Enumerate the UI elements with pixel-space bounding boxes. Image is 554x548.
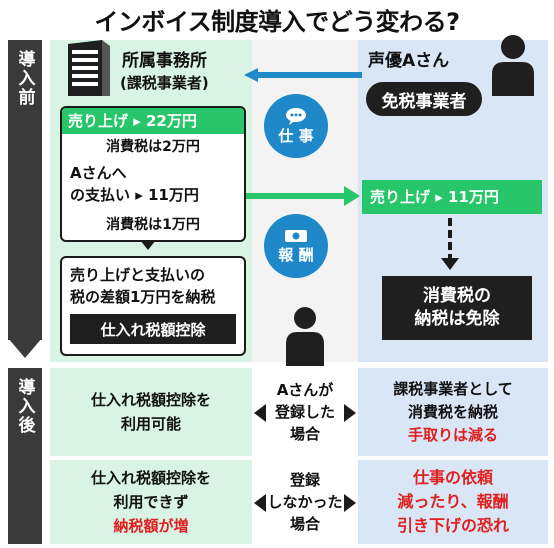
work-circle: 仕 事 xyxy=(264,94,328,158)
row2-right-pointer xyxy=(344,494,356,512)
payment-circle: 報 酬 xyxy=(264,214,328,278)
row1-left-line2: 利用可能 xyxy=(120,415,181,433)
office-payment-line2: の支払い ▸ 11万円 xyxy=(70,186,199,204)
work-label-1: 仕 xyxy=(278,126,294,145)
person-icon xyxy=(492,35,534,96)
row1-right-line2: 消費税を納税 xyxy=(407,402,498,421)
actor-name: 声優Aさん xyxy=(368,51,450,71)
row2-mid-line3: 場合 xyxy=(289,515,320,533)
person-icon-center xyxy=(286,307,324,366)
office-type: (課税事業者) xyxy=(120,74,209,92)
office-tax-box: 売り上げと支払いの 税の差額1万円を納税 仕入れ税額控除 xyxy=(60,256,246,356)
actor-status-badge: 免税事業者 xyxy=(366,82,482,116)
work-label-2: 事 xyxy=(298,126,314,145)
row2-left-line3: 納税額が増 xyxy=(113,517,189,535)
row2-left-line2: 利用できず xyxy=(113,493,189,511)
row1-left-line1: 仕入れ税額控除を xyxy=(90,391,211,409)
row1-right-line1: 課税事業者として xyxy=(393,379,513,398)
office-revenue: 売り上げ ▸ 22万円 xyxy=(62,108,244,134)
office-box-pointer xyxy=(140,240,156,250)
page-title: インボイス制度導入でどう変わる? xyxy=(94,8,460,36)
pay-label-1: 報 xyxy=(278,245,294,264)
row1-mid-line2: 登録した xyxy=(274,403,335,421)
office-payment-tax: 消費税は1万円 xyxy=(106,217,200,233)
actor-dashed-arrow xyxy=(448,218,452,262)
row1-left-pointer xyxy=(254,404,266,422)
actor-exempt-box: 消費税の 納税は免除 xyxy=(382,276,532,340)
row2-mid-line1: 登録 xyxy=(289,471,320,489)
actor-dashed-arrowhead xyxy=(441,258,459,270)
actor-revenue: 売り上げ ▸ 11万円 xyxy=(362,180,542,214)
label-before-arrow xyxy=(8,338,42,358)
work-arrow xyxy=(244,68,362,82)
office-diff-line2: 税の差額1万円を納税 xyxy=(70,288,216,306)
row1-mid-line1: Aさんが xyxy=(276,381,334,399)
office-revenue-tax: 消費税は2万円 xyxy=(106,139,200,155)
actor-exempt-line1: 消費税の xyxy=(423,286,491,306)
registered-case-label: Aさんが 登録した 場合 xyxy=(266,368,344,456)
row1-right-pointer xyxy=(344,404,356,422)
office-name: 所属事務所 xyxy=(122,51,207,71)
unregistered-office-result: 仕入れ税額控除を 利用できず 納税額が増 xyxy=(50,460,252,544)
row2-right-line3: 引き下げの恐れ xyxy=(396,516,509,535)
office-building-icon xyxy=(68,40,110,96)
row2-right-line2: 減ったり、報酬 xyxy=(397,492,509,511)
label-before: 導入前 xyxy=(8,40,42,340)
speech-bubble-icon xyxy=(286,107,306,125)
registered-office-result: 仕入れ税額控除を 利用可能 xyxy=(50,368,252,456)
office-payment-line1: Aさんへ xyxy=(70,164,127,182)
payment-arrow xyxy=(244,186,360,206)
row1-mid-line3: 場合 xyxy=(289,425,320,443)
deduction-badge: 仕入れ税額控除 xyxy=(70,314,236,344)
pay-label-2: 酬 xyxy=(298,245,314,264)
actor-exempt-line2: 納税は免除 xyxy=(414,309,500,329)
unregistered-actor-result: 仕事の依頼 減ったり、報酬 引き下げの恐れ xyxy=(358,460,548,544)
row2-right-line1: 仕事の依頼 xyxy=(412,468,493,487)
office-revenue-box: 売り上げ ▸ 22万円 消費税は2万円 Aさんへ の支払い ▸ 11万円 消費税… xyxy=(60,106,246,242)
row2-left-pointer xyxy=(254,494,266,512)
row2-left-line1: 仕入れ税額控除を xyxy=(90,469,211,487)
registered-actor-result: 課税事業者として 消費税を納税 手取りは減る xyxy=(358,368,548,456)
row2-mid-line2: しなかった xyxy=(267,493,343,511)
unregistered-case-label: 登録 しなかった 場合 xyxy=(266,460,344,544)
label-after: 導入後 xyxy=(8,368,42,544)
money-icon xyxy=(285,229,307,242)
row1-right-line3: 手取りは減る xyxy=(407,425,498,444)
office-diff-line1: 売り上げと支払いの xyxy=(70,266,206,284)
